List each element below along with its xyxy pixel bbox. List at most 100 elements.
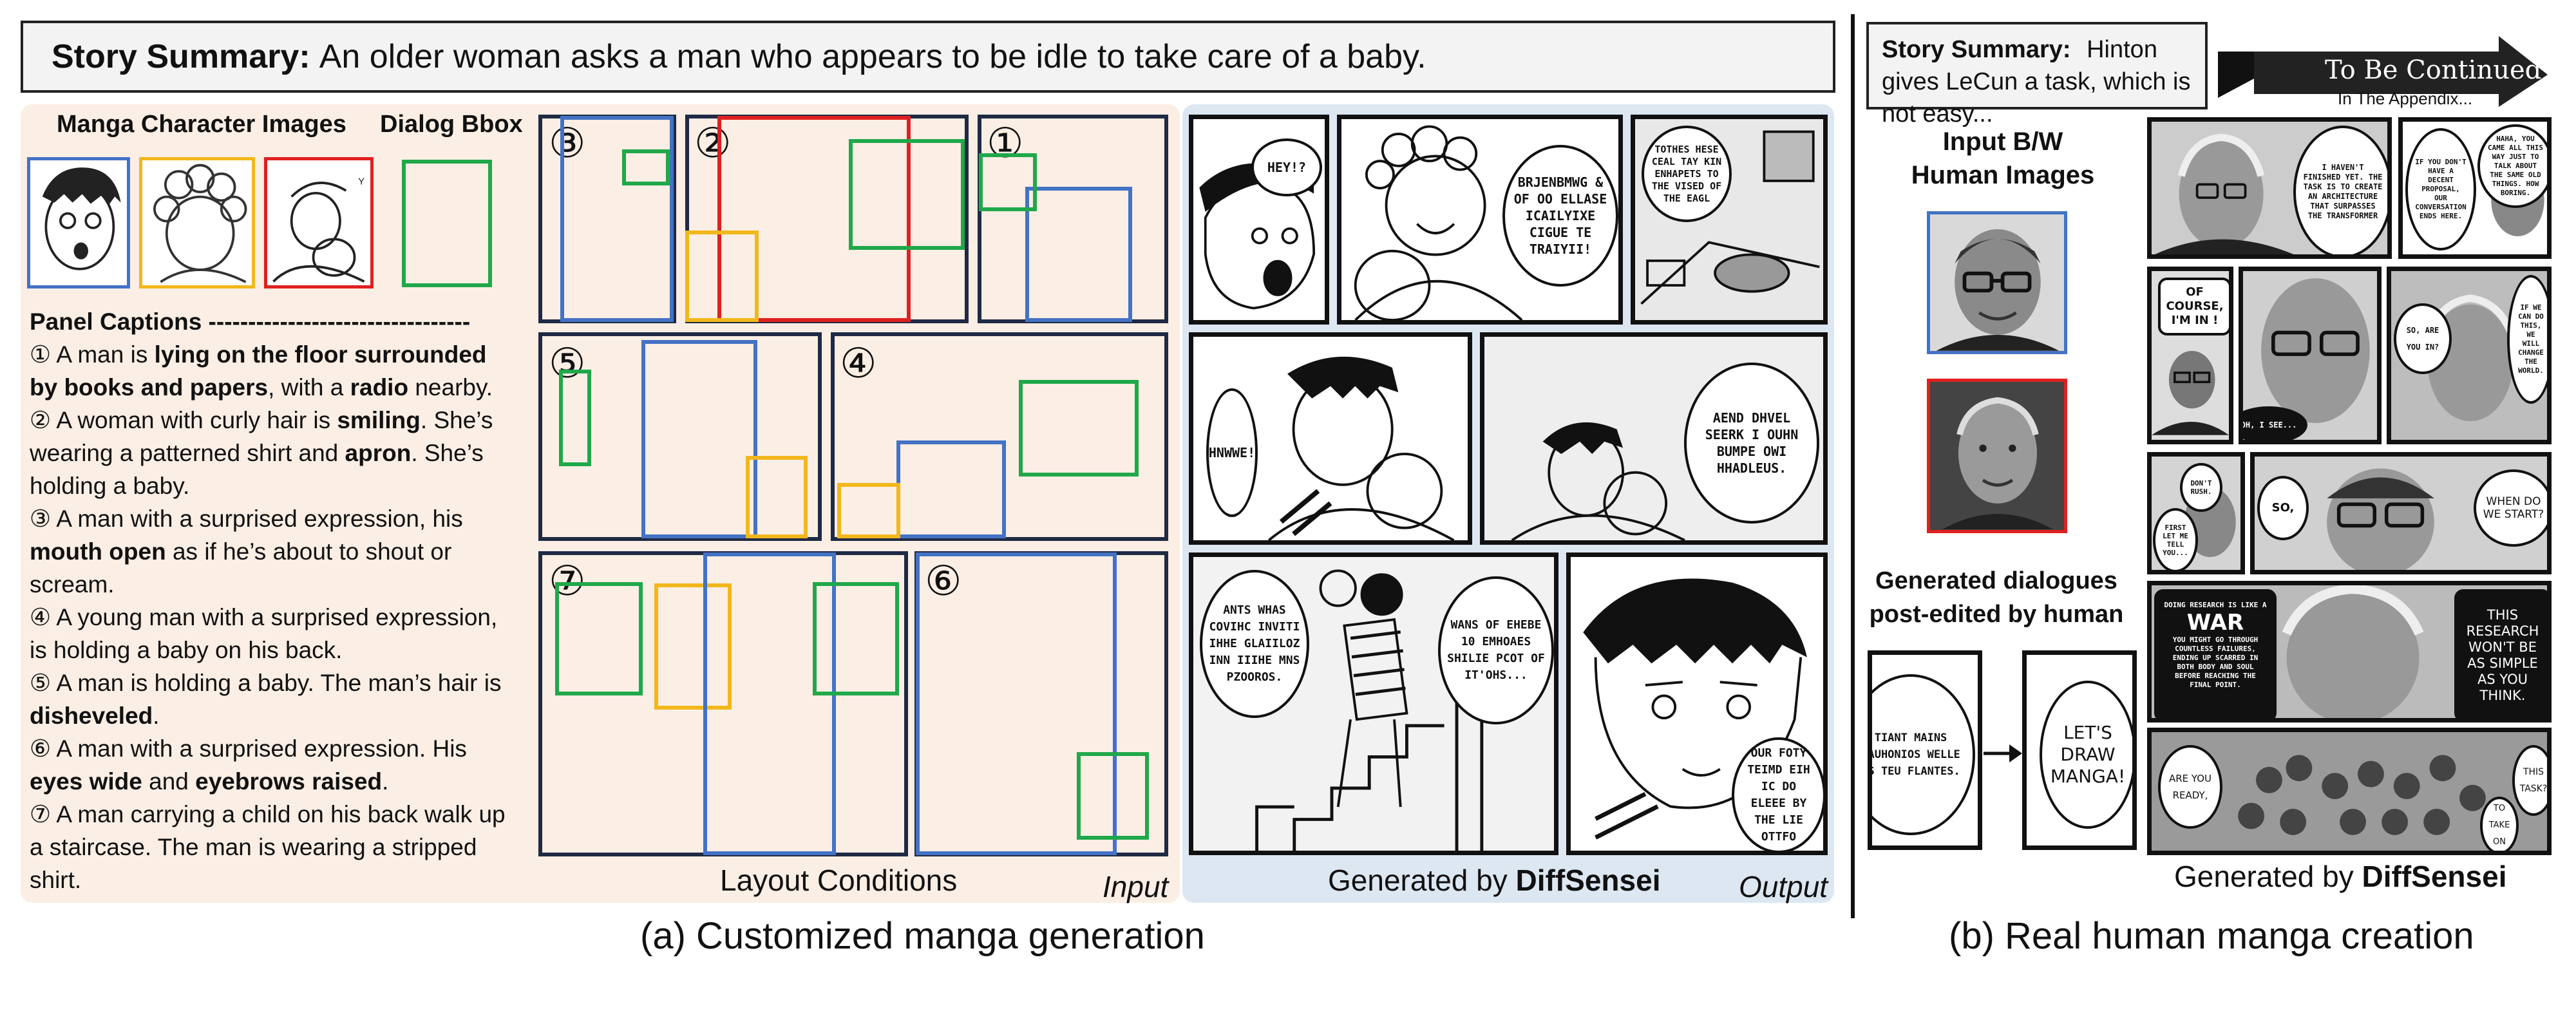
caption-keyword: apron [345,440,412,466]
panel-caption-5: ⑤ A man is holding a baby. The man’s hai… [30,666,519,732]
dialog-bbox [1077,752,1149,840]
dialog-bbox [813,582,899,695]
speech-bubble: ANTS WHAS COVIHC INVITI IHHE GLAIILOZ IN… [1200,570,1309,718]
young-man-holding-baby-icon [1511,422,1685,540]
manga-panel-2: BRJENBMWG & OF OO ELLASE ICAILYIXE CIGUE… [1337,115,1623,325]
speech-bubble: I HAVEN'T FINISHED YET. THE TASK IS TO C… [2293,126,2387,254]
char-bbox [1025,187,1132,322]
generated-by-prefix: Generated by [2174,860,2362,893]
manga-panel-7: OUR FOTY TEIMD EIH IC DO ELEEE BY THE LI… [1566,552,1828,855]
caption-number: ⑥ [30,735,57,762]
char-bbox [641,340,757,538]
panel-caption-7: ⑦ A man carrying a child on his back wal… [30,798,519,896]
man-with-glasses-icon [2261,278,2370,423]
human-manga-panel-4: OH, I SEE... [2239,267,2382,444]
section-divider [1851,14,1855,918]
man-on-floor-icon [1640,130,1820,305]
diffsensei-name: DiffSensei [1515,864,1661,897]
older-man-portrait-icon [2155,133,2294,254]
manga-panel-6: ANTS WHAS COVIHC INVITI IHHE GLAIILOZ IN… [1189,552,1558,855]
character-image-3: Y [264,157,374,288]
dialogues-label: Generated dialogues post-edited by human [1869,567,2124,628]
curly-hair-woman-icon [153,164,247,283]
panel-caption-6: ⑥ A man with a surprised expression. His… [30,732,519,798]
man-with-glasses-icon [2327,468,2434,570]
caption-keyword: radio [350,374,409,401]
speech-bubble: SO, [2257,476,2309,540]
bubble-emphasis: WAR [2186,610,2244,636]
character-image-2 [139,157,255,288]
manga-panel-5: AEND DHVEL SEERK I OUHN BUMPE OWI HHADLE… [1480,332,1828,545]
speech-bubble: BRJENBMWG & OF OO ELLASE ICAILYIXE CIGUE… [1502,145,1618,287]
dialog-bbox [555,582,643,695]
panel-caption-1: ① A man is lying on the floor surrounded… [30,338,519,404]
speech-bubble: WANS OF EHEBE 10 EMHOAES SHILIE PCOT OF … [1438,576,1554,724]
speech-bubble: OF COURSE, I'M IN ! [2158,278,2229,335]
edited-dialogue-panel: LET'S DRAW MANGA! [2022,650,2137,850]
manga-panel-3: TOTHES HESE CEAL TAY KIN ENHAPETS TO THE… [1631,115,1828,325]
caption-text: . She’s holding a baby. [30,440,484,499]
human-manga-panel-6: DON'T RUSH. FIRST LET ME TELL YOU... [2147,452,2245,574]
appendix-note: In The Appendix... [2338,89,2473,108]
panel-number-7: ⑦ [549,558,586,604]
speech-bubble: ARE YOU READY, [2158,745,2222,829]
char-bbox [560,116,674,322]
man-with-baby-on-back-icon [1268,356,1455,540]
char-bbox [746,456,808,538]
caption-text: as if he’s about to shout or scream. [30,538,452,598]
story-summary-label: Story Summary: [52,38,310,75]
caption-keyword: mouth open [30,538,166,565]
speech-bubble: OH, I SEE... [2243,406,2307,440]
dialog-bbox [622,149,670,185]
speech-bubble: HEY!? [1251,138,1322,196]
human-manga-panel-2: IF YOU DON'T HAVE A DECENT PROPOSAL, OUR… [2398,117,2552,259]
human-manga-panel-8: DOING RESEARCH IS LIKE A WAR YOU MIGHT G… [2147,581,2552,722]
manga-panel-1: HEY!? [1189,115,1329,325]
edited-dialogue-bubble: LET'S DRAW MANGA! [2040,681,2132,829]
speech-bubble: DON'T RUSH. [2180,463,2222,512]
layout-panel-4 [831,332,1168,541]
caption-keyword: smiling [337,407,421,433]
speech-bubble: SO, ARE YOU IN? [2394,303,2452,374]
character-images-label: Manga Character Images [57,111,346,138]
caption-text: A young man with a surprised expression,… [30,604,498,663]
panel-number-4: ④ [840,340,877,386]
figure-caption-b: (b) Real human manga creation [1949,915,2474,957]
caption-number: ① [30,341,57,368]
human-manga-panel-3: OF COURSE, I'M IN ! [2147,267,2233,444]
dialog-bbox-sample [402,160,492,287]
arrow-right-icon [1984,744,2022,762]
crowd-battle-icon [2238,755,2486,835]
caption-text: A man with a surprised expression. His [56,735,467,762]
speech-bubble: IF YOU DON'T HAVE A DECENT PROPOSAL, OUR… [2405,128,2476,250]
layout-conditions-label: Layout Conditions [720,864,958,897]
generated-dialogue-bubble: TIANT MAINS FAUHONIOS WELLE AS TEU FLANT… [1872,674,1975,835]
layout-panel-5 [538,332,822,541]
speech-bubble: FIRST LET ME TELL YOU... [2153,508,2198,570]
speech-bubble: THIS RESEARCH WON'T BE AS SIMPLE AS YOU … [2454,589,2547,718]
dialog-bbox-label: Dialog Bbox [380,111,523,138]
older-man-portrait-icon [1942,397,2053,529]
bubble-line: YOU MIGHT GO THROUGH COUNTLESS FAILURES,… [2172,636,2259,689]
char-bbox [916,552,1117,855]
story-summary-text: An older woman asks a man who appears to… [319,38,1426,75]
woman-holding-baby-icon [1354,125,1523,320]
output-label: Output [1739,870,1828,903]
man-carrying-child-stairs-icon [1255,569,1484,851]
generated-by-label-a: Generated by DiffSensei [1328,863,1660,898]
panel-number-2: ② [694,120,732,166]
manga-panel-4: HNWWE! [1189,332,1472,545]
caption-text: A man carrying a child on his back walk … [30,801,506,893]
human-manga-panel-1: I HAVEN'T FINISHED YET. THE TASK IS TO C… [2147,117,2392,259]
generated-by-prefix: Generated by [1328,864,1516,897]
input-label: Input [1103,870,1169,903]
panel-caption-3: ③ A man with a surprised expression, his… [30,502,519,601]
speech-bubble: OUR FOTY TEIMD EIH IC DO ELEEE BY THE LI… [1732,737,1823,851]
story-summary-box-a: Story Summary: An older woman asks a man… [21,21,1835,93]
to-be-continued-banner: To Be Continued [2215,23,2550,107]
caption-text: A man is holding a baby. The man’s hair … [56,670,502,696]
character-image-1 [27,157,130,288]
human-manga-panel-7: SO, WHEN DO WE START? [2250,452,2552,574]
speech-bubble: TOTHES HESE CEAL TAY KIN ENHAPETS TO THE… [1642,126,1732,222]
caption-text: A man with a surprised expression, his [56,505,463,532]
